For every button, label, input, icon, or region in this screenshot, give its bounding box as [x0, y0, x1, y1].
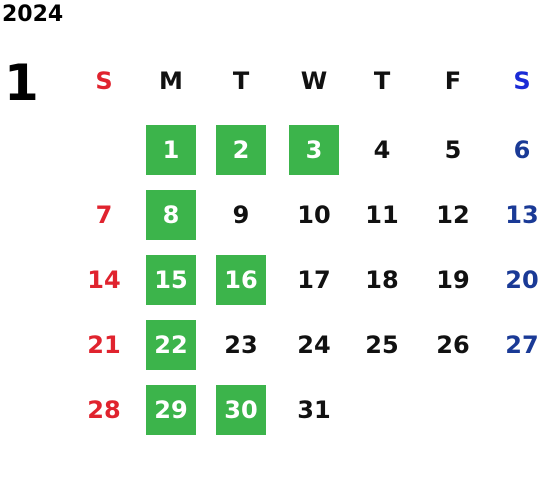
weekday-header: M [159, 67, 183, 95]
day-cell[interactable]: 9 [232, 201, 250, 229]
weekday-header: T [232, 67, 250, 95]
day-cell[interactable]: 30 [216, 385, 266, 435]
day-cell[interactable]: 28 [87, 396, 121, 424]
weekday-header: W [300, 67, 328, 95]
day-cell[interactable]: 29 [146, 385, 196, 435]
day-cell[interactable]: 19 [436, 266, 470, 294]
day-cell[interactable]: 25 [365, 331, 399, 359]
day-cell[interactable]: 26 [436, 331, 470, 359]
day-cell[interactable]: 16 [216, 255, 266, 305]
year-label: 2024 [2, 2, 64, 27]
day-cell[interactable]: 2 [216, 125, 266, 175]
day-cell[interactable]: 22 [146, 320, 196, 370]
month-number: 1 [4, 54, 39, 112]
day-cell[interactable]: 4 [373, 136, 391, 164]
day-cell[interactable]: 11 [365, 201, 399, 229]
day-cell[interactable]: 13 [505, 201, 539, 229]
weekday-header: T [373, 67, 391, 95]
day-cell[interactable]: 18 [365, 266, 399, 294]
day-cell[interactable]: 6 [513, 136, 531, 164]
day-cell[interactable]: 27 [505, 331, 539, 359]
day-cell[interactable]: 20 [505, 266, 539, 294]
day-cell[interactable]: 31 [297, 396, 331, 424]
day-cell[interactable]: 12 [436, 201, 470, 229]
day-cell[interactable]: 21 [87, 331, 121, 359]
day-cell[interactable]: 15 [146, 255, 196, 305]
day-cell[interactable]: 1 [146, 125, 196, 175]
day-cell[interactable]: 3 [289, 125, 339, 175]
weekday-header: S [95, 67, 113, 95]
day-cell[interactable]: 5 [444, 136, 462, 164]
day-cell[interactable]: 8 [146, 190, 196, 240]
weekday-header: S [513, 67, 531, 95]
day-cell[interactable]: 14 [87, 266, 121, 294]
weekday-header: F [444, 67, 462, 95]
day-cell[interactable]: 23 [224, 331, 258, 359]
day-cell[interactable]: 10 [297, 201, 331, 229]
day-cell[interactable]: 17 [297, 266, 331, 294]
day-cell[interactable]: 7 [95, 201, 113, 229]
day-cell[interactable]: 24 [297, 331, 331, 359]
